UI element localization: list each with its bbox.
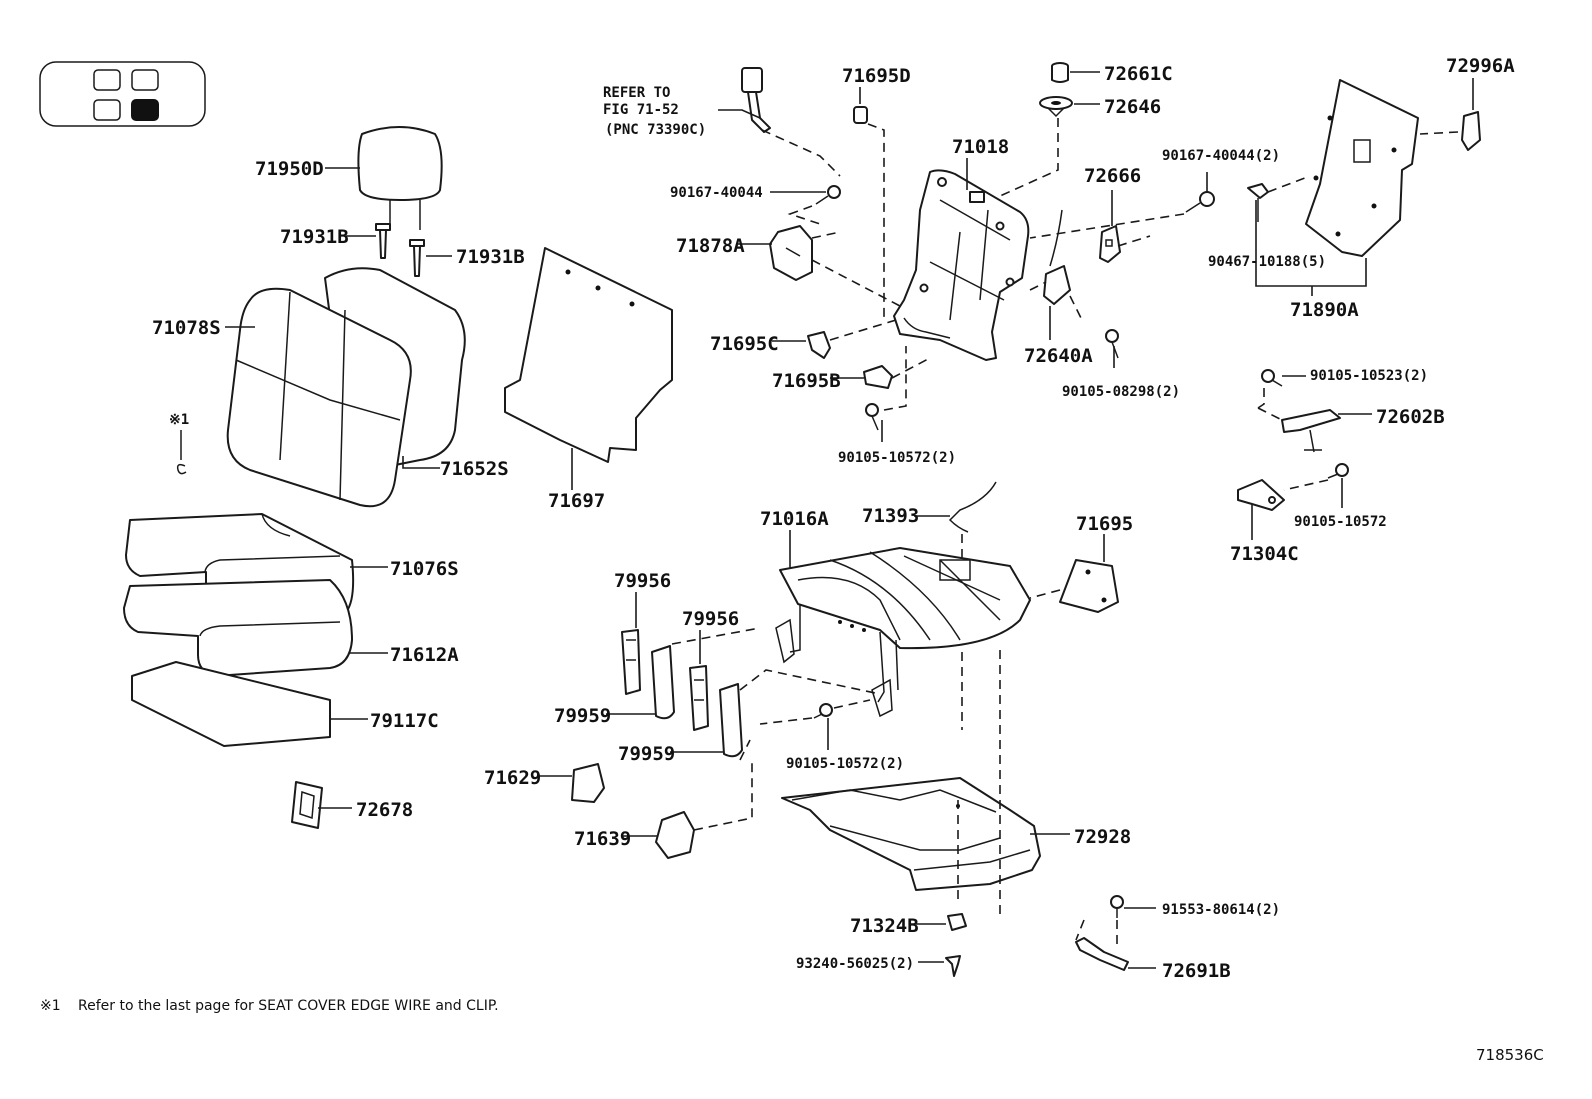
- bracket-72691b: [1075, 937, 1129, 971]
- clip-79956-a: [621, 629, 641, 695]
- bracket-71695: [1059, 559, 1119, 613]
- seat-cushion-pad: [123, 579, 353, 677]
- note-mark-71078s: ※1: [169, 412, 189, 428]
- part-72666: [1099, 225, 1121, 263]
- label-90167-40044-2: 90167-40044(2): [1162, 148, 1280, 164]
- part-72678: [291, 781, 323, 829]
- seatback-board-71697: [504, 247, 673, 463]
- cap-71639: [655, 811, 695, 859]
- clip-79959-b: [719, 683, 743, 758]
- clip-72996a: [1461, 111, 1481, 151]
- label-79959-b: 79959: [618, 743, 675, 765]
- clip-79959-a: [651, 645, 675, 720]
- label-71931b-right: 71931B: [456, 246, 525, 268]
- bolt-90105-10572-2-upper: [865, 403, 879, 431]
- label-71878a: 71878A: [676, 235, 745, 257]
- bolt-91553-80614-2: [1110, 895, 1124, 918]
- label-72640a: 72640A: [1024, 345, 1093, 367]
- label-71304c: 71304C: [1230, 543, 1299, 565]
- label-71016a: 71016A: [760, 508, 829, 530]
- back-panel-71890a: [1305, 79, 1419, 257]
- seatback-frame-71018: [893, 169, 1030, 361]
- figure-code: 718536C: [1476, 1046, 1544, 1064]
- label-71697: 71697: [548, 490, 605, 512]
- label-79956-a: 79956: [614, 570, 671, 592]
- label-72996a: 72996A: [1446, 55, 1515, 77]
- label-79956-b: 79956: [682, 608, 739, 630]
- bracket-71304c: [1237, 479, 1285, 511]
- part-71695c: [807, 331, 831, 359]
- label-71324b: 71324B: [850, 915, 919, 937]
- wire-71393: [948, 481, 997, 533]
- part-71695d: [853, 106, 868, 124]
- footnote-symbol: ※1: [40, 998, 61, 1014]
- label-91553-80614-2: 91553-80614(2): [1162, 902, 1280, 918]
- label-71890a: 71890A: [1290, 299, 1359, 321]
- label-72602b: 72602B: [1376, 406, 1445, 428]
- bracket-71878a: [769, 225, 813, 281]
- undertray-72928: [781, 777, 1041, 891]
- footnote-text: Refer to the last page for SEAT COVER ED…: [78, 998, 499, 1014]
- label-71652s: 71652S: [440, 458, 509, 480]
- label-71629: 71629: [484, 767, 541, 789]
- label-72666: 72666: [1084, 165, 1141, 187]
- cap-71629: [571, 763, 605, 803]
- label-71639: 71639: [574, 828, 631, 850]
- part-72661c: [1051, 62, 1069, 83]
- label-93240-56025-2: 93240-56025(2): [796, 956, 914, 972]
- label-71695b: 71695B: [772, 370, 841, 392]
- label-71931b-left: 71931B: [280, 226, 349, 248]
- seatback-assembly: [226, 267, 466, 508]
- label-71695: 71695: [1076, 513, 1133, 535]
- label-71950d: 71950D: [255, 158, 324, 180]
- seat-belt-buckle: [741, 67, 771, 133]
- bolt-90105-10523-2: [1261, 369, 1283, 387]
- seat-cushion-board: [131, 661, 331, 747]
- label-72678: 72678: [356, 799, 413, 821]
- refer-note: REFER TO FIG 71-52 (PNC 73390C): [603, 85, 706, 138]
- bolt-90105-08298-2: [1105, 329, 1119, 359]
- lock-72640a: [1043, 209, 1071, 305]
- bolt-90167-40044-2: [1185, 191, 1215, 213]
- label-71078s: 71078S: [152, 317, 221, 339]
- label-90105-10572: 90105-10572: [1294, 514, 1387, 530]
- label-90105-10572-2-lower: 90105-10572(2): [786, 756, 904, 772]
- seat-position-indicator: [39, 61, 206, 127]
- label-71393: 71393: [862, 505, 919, 527]
- bolt-90105-10572: [1327, 463, 1349, 479]
- label-90105-08298-2: 90105-08298(2): [1062, 384, 1180, 400]
- refer-note-line2: FIG 71-52: [603, 102, 679, 118]
- refer-note-line3: (PNC 73390C): [605, 122, 706, 138]
- label-72646: 72646: [1104, 96, 1161, 118]
- label-72661c: 72661C: [1104, 63, 1173, 85]
- bolt-90167-40044: [815, 185, 841, 205]
- label-72928: 72928: [1074, 826, 1131, 848]
- cushion-frame-71016a: [775, 547, 1031, 718]
- label-79117c: 79117C: [370, 710, 439, 732]
- headrest-71950d: [357, 126, 443, 230]
- clip-79956-b: [689, 665, 709, 731]
- refer-note-line1: REFER TO: [603, 85, 670, 101]
- nut-71324b: [947, 913, 967, 931]
- label-71695d: 71695D: [842, 65, 911, 87]
- label-90167-40044: 90167-40044: [670, 185, 763, 201]
- label-71018: 71018: [952, 136, 1009, 158]
- clip-90467-10188-5: [1247, 183, 1269, 222]
- part-71695b: [863, 365, 893, 389]
- screw-93240-56025-2: [945, 955, 961, 977]
- label-90105-10523-2: 90105-10523(2): [1310, 368, 1428, 384]
- headrest-guide-left: [375, 223, 391, 259]
- label-90105-10572-2-upper: 90105-10572(2): [838, 450, 956, 466]
- label-71612a: 71612A: [390, 644, 459, 666]
- label-71076s: 71076S: [390, 558, 459, 580]
- label-79959-a: 79959: [554, 705, 611, 727]
- label-71695c: 71695C: [710, 333, 779, 355]
- label-90467-10188-5: 90467-10188(5): [1208, 254, 1326, 270]
- label-72691b: 72691B: [1162, 960, 1231, 982]
- part-72646: [1039, 96, 1073, 118]
- bolt-90105-10572-2-lower: [813, 703, 833, 719]
- headrest-guide-right: [409, 239, 425, 277]
- link-72602b: [1281, 409, 1341, 453]
